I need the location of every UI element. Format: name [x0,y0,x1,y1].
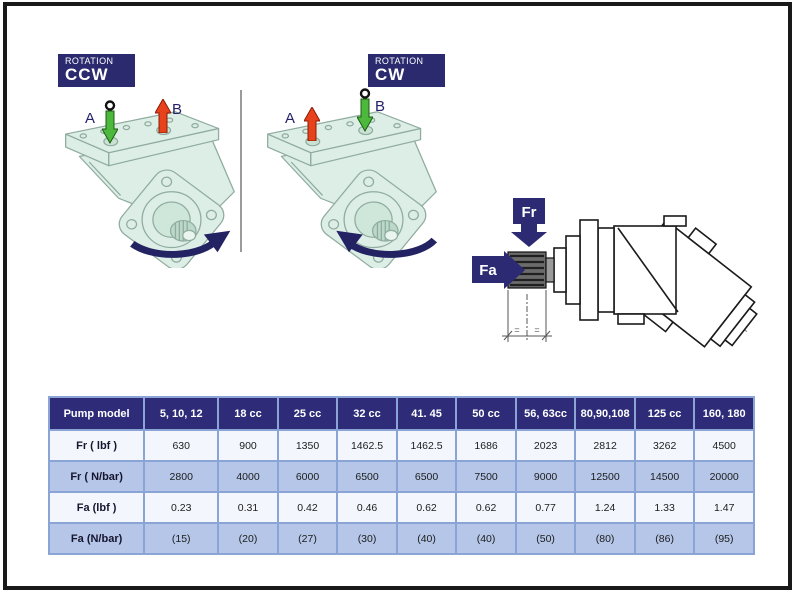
table-cell: 900 [217,429,279,462]
table-cell: (95) [693,522,755,555]
table-cell: 1462.5 [395,429,458,462]
force-diagram-drawing: = = Fr Fa [472,198,758,348]
dimension-lines [502,290,552,342]
table-cell: (40) [395,522,458,555]
table-cell: 20000 [693,460,755,493]
table-cell: 4000 [217,460,279,493]
port-b-outlet-up-arrow-icon [155,99,171,133]
port-a-label: A [285,110,296,127]
force-diagram: = = Fr Fa [468,190,760,382]
radial-force-arrow: Fr [511,198,547,247]
table-col-header: 25 cc [276,396,339,431]
table-cell: (27) [276,522,339,555]
table-cell: (40) [455,522,517,555]
table-cell: 6000 [276,460,339,493]
table-cell: (50) [514,522,577,555]
table-cell: 4500 [693,429,755,462]
table-cell: 2812 [574,429,636,462]
table-cell: 1.33 [633,491,696,524]
table-cell: 2023 [514,429,577,462]
table-cell: 0.46 [336,491,398,524]
port-a-label: A [85,110,96,127]
table-cell: 630 [143,429,220,462]
cw-pump-illustration [267,111,438,268]
rotation-word: ROTATION [65,56,114,66]
cw-rotation-tag: ROTATION CW [368,54,445,88]
table-row: Fa (N/bar)(15)(20)(27)(30)(40)(40)(50)(8… [47,522,755,555]
table-cell: (30) [336,522,398,555]
table-row-label: Fa (lbf ) [47,491,146,524]
table-col-header: 50 cc [455,396,517,431]
port-b-inlet-down-arrow-icon [357,88,373,132]
table-cell: (20) [217,522,279,555]
table-col-header: 18 cc [217,396,279,431]
table-row-label: Fr ( N/bar) [47,460,146,493]
table-col-header: 41. 45 [395,396,458,431]
port-b-label: B [375,98,386,115]
table-col-header: 125 cc [633,396,696,431]
table-cell: 1686 [455,429,517,462]
table-cell: 0.77 [514,491,577,524]
table-cell: (80) [574,522,636,555]
table-cell: 6500 [336,460,398,493]
table-cell: 0.31 [217,491,279,524]
port-a-inlet-down-arrow-icon [102,100,118,144]
table-cell: 0.42 [276,491,339,524]
ccw-label: CCW [65,65,109,85]
table-col-header: 80,90,108 [574,396,636,431]
ccw-rotation-arrow [130,237,220,258]
table-cell: 1350 [276,429,339,462]
table-cell: 1.24 [574,491,636,524]
table-col-header: 5, 10, 12 [143,396,220,431]
table-cell: 1462.5 [336,429,398,462]
cw-rotation-diagram: ROTATION CW A B [252,52,448,280]
table-cell: 14500 [633,460,696,493]
table-cell: 1.47 [693,491,755,524]
table-cell: (86) [633,522,696,555]
table-row-label: Fr ( lbf ) [47,429,146,462]
cw-label: CW [375,65,406,85]
rotation-word: ROTATION [375,56,424,66]
ccw-rotation-tag: ROTATION CCW [58,54,135,88]
fa-label: Fa [479,262,497,279]
table-col-header: 160, 180 [693,396,755,431]
table-col-header: 32 cc [336,396,398,431]
ccw-rotation-diagram: ROTATION CCW A B [50,52,246,280]
table-col-header: 56, 63cc [514,396,577,431]
table-cell: 0.62 [395,491,458,524]
axial-force-arrow: Fa [472,251,525,289]
table-corner-header: Pump model [47,396,146,431]
table-cell: 0.62 [455,491,517,524]
diagram-divider [240,90,242,252]
table-cell: 9000 [514,460,577,493]
cw-rotation-arrow [347,237,438,258]
pump-side-view [553,215,758,348]
table-row-label: Fa (N/bar) [47,522,146,555]
table-cell: 0.23 [143,491,220,524]
table-cell: 6500 [395,460,458,493]
table-cell: 7500 [455,460,517,493]
table-cell: 3262 [633,429,696,462]
ccw-pump-illustration [65,111,235,268]
dim-equal-left: = [514,325,519,335]
port-a-outlet-up-arrow-icon [304,107,320,141]
table-cell: (15) [143,522,220,555]
table-cell: 12500 [574,460,636,493]
port-b-label: B [172,101,183,118]
table-cell: 2800 [143,460,220,493]
dim-equal-right: = [534,325,539,335]
fr-label: Fr [522,204,537,221]
